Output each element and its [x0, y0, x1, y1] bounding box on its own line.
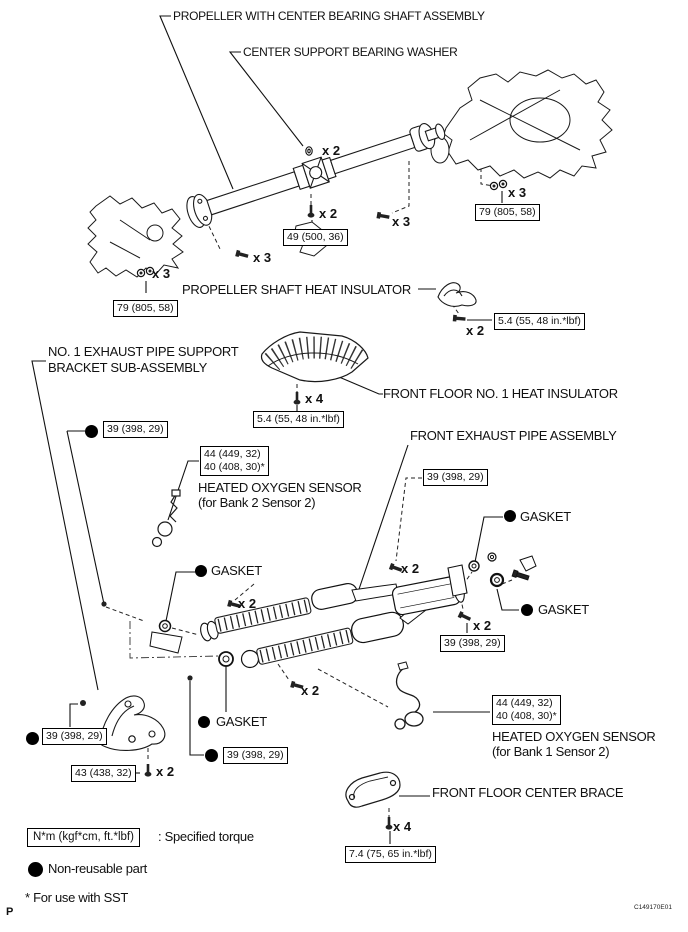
- qty-x2-pipe-left: x 2: [238, 596, 257, 611]
- legend-sst-note: * For use with SST: [25, 890, 128, 905]
- torque-box-49: 49 (500, 36): [283, 229, 348, 246]
- torque-44: 44 (449, 32): [496, 697, 553, 709]
- qty-x2-insulator: x 2: [466, 323, 485, 338]
- qty-x3-left-bolt: x 3: [253, 250, 272, 265]
- front-floor-insulator-sketch: [260, 331, 369, 383]
- label-gasket-left: GASKET: [211, 563, 262, 578]
- torque-box-5_4-right: 5.4 (55, 48 in.*lbf): [494, 313, 585, 330]
- legend-non-reusable-dot: [28, 862, 43, 877]
- qty-x3-right: x 3: [508, 185, 527, 200]
- label-o2-sensor-bank1-sub: (for Bank 1 Sensor 2): [492, 744, 610, 759]
- label-center-brace: FRONT FLOOR CENTER BRACE: [432, 785, 624, 800]
- label-o2-sensor-bank2-sub: (for Bank 2 Sensor 2): [198, 495, 316, 510]
- oxygen-sensor-bank1-sketch: [394, 661, 424, 730]
- torque-40: 40 (408, 30)*: [496, 710, 557, 722]
- label-propeller-heat-insulator: PROPELLER SHAFT HEAT INSULATOR: [182, 282, 411, 297]
- label-center-support-washer: CENTER SUPPORT BEARING WASHER: [243, 45, 458, 59]
- legend-non-reusable: Non-reusable part: [48, 861, 147, 876]
- center-support-washer-glyph: [305, 146, 313, 156]
- non-reusable-dot: [85, 425, 98, 438]
- non-reusable-dot: [198, 716, 210, 728]
- qty-x4-floor-insulator: x 4: [305, 391, 324, 406]
- legend-torque-unit-box: N*m (kgf*cm, ft.*lbf): [27, 828, 140, 847]
- label-gasket-upper-right: GASKET: [520, 509, 571, 524]
- torque-40: 40 (408, 30)*: [204, 461, 265, 473]
- torque-box-43: 43 (438, 32): [71, 765, 136, 782]
- propeller-shaft-drawing: [186, 123, 446, 228]
- torque-box-39-mid-right: 39 (398, 29): [423, 469, 488, 486]
- page-marker: P: [6, 906, 14, 918]
- qty-x3-mid: x 3: [392, 214, 411, 229]
- gasket-and-stud-glyphs: [158, 552, 537, 667]
- leader-lines: [31, 15, 519, 844]
- label-gasket-lower-right: GASKET: [538, 602, 589, 617]
- figure-code: C149170E01: [634, 904, 672, 911]
- label-no1-support-bracket-line2: BRACKET SUB-ASSEMBLY: [48, 360, 207, 375]
- torque-box-44-40-bank1: 44 (449, 32) 40 (408, 30)*: [492, 695, 561, 725]
- rear-differential-sketch: [430, 69, 613, 179]
- torque-box-79-right: 79 (805, 58): [475, 204, 540, 221]
- center-brace-sketch: [345, 771, 401, 808]
- label-propeller-assembly: PROPELLER WITH CENTER BEARING SHAFT ASSE…: [173, 9, 485, 23]
- torque-box-5_4-mid: 5.4 (55, 48 in.*lbf): [253, 411, 344, 428]
- legend-torque-meaning: : Specified torque: [158, 829, 254, 844]
- label-o2-sensor-bank1: HEATED OXYGEN SENSOR: [492, 729, 656, 744]
- qty-x2-pipe-right: x 2: [473, 618, 492, 633]
- label-o2-sensor-bank2: HEATED OXYGEN SENSOR: [198, 480, 362, 495]
- qty-x2-pipe-bottom: x 2: [301, 683, 320, 698]
- qty-x3-left-nuts: x 3: [152, 266, 171, 281]
- non-reusable-dot: [195, 565, 207, 577]
- dash-dot-locator: [129, 621, 219, 659]
- non-reusable-dot: [521, 604, 533, 616]
- torque-box-39-bottom-mid: 39 (398, 29): [223, 747, 288, 764]
- propeller-heat-insulator-sketch: [437, 282, 477, 307]
- non-reusable-dot: [205, 749, 218, 762]
- label-front-floor-insulator: FRONT FLOOR NO. 1 HEAT INSULATOR: [383, 386, 618, 401]
- label-gasket-bottom: GASKET: [216, 714, 267, 729]
- qty-x4-brace: x 4: [393, 819, 412, 834]
- non-reusable-dot: [26, 732, 39, 745]
- front-exhaust-pipe-drawing: [149, 564, 468, 669]
- torque-44: 44 (449, 32): [204, 448, 261, 460]
- label-no1-support-bracket-line1: NO. 1 EXHAUST PIPE SUPPORT: [48, 344, 239, 359]
- torque-box-79-left: 79 (805, 58): [113, 300, 178, 317]
- qty-x2-bracket-bolt: x 2: [156, 764, 175, 779]
- torque-box-44-40-bank2: 44 (449, 32) 40 (408, 30)*: [200, 446, 269, 476]
- torque-box-39-lower-right: 39 (398, 29): [440, 635, 505, 652]
- qty-x2-pipe-upper: x 2: [401, 561, 420, 576]
- label-front-exhaust-pipe: FRONT EXHAUST PIPE ASSEMBLY: [410, 428, 617, 443]
- fastener-glyphs: [80, 179, 508, 830]
- support-bracket-sketch: [99, 695, 166, 751]
- torque-box-7_4: 7.4 (75, 65 in.*lbf): [345, 846, 436, 863]
- oxygen-sensor-bank2-sketch: [151, 489, 181, 548]
- torque-box-39-bottom-left: 39 (398, 29): [42, 728, 107, 745]
- qty-x2-49bolt: x 2: [319, 206, 338, 221]
- torque-box-39-upper-left: 39 (398, 29): [103, 421, 168, 438]
- qty-x2-washer: x 2: [322, 143, 341, 158]
- non-reusable-dot: [504, 510, 516, 522]
